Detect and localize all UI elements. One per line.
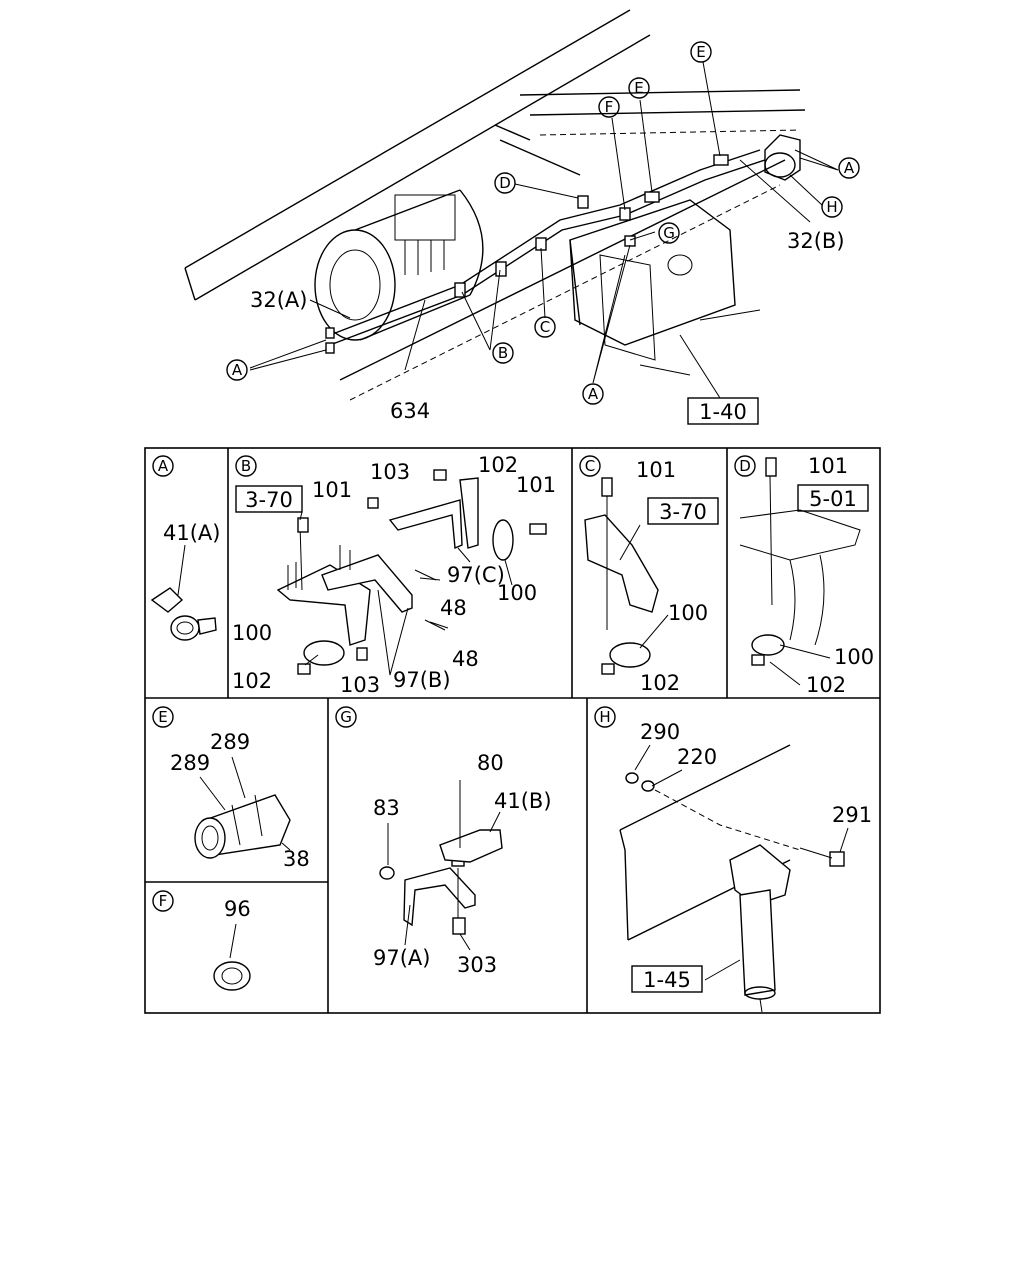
label-b-101-right: 101	[516, 473, 556, 497]
panel-g-letter: G	[340, 708, 352, 726]
panel-f: F 96	[152, 890, 251, 991]
label-g-41b: 41(B)	[494, 789, 552, 813]
label-b-100-right: 100	[497, 581, 537, 605]
callout-a-left	[226, 359, 248, 381]
callout-a-left-label: A	[232, 361, 243, 379]
callout-a-bottom-label: A	[588, 385, 599, 403]
panel-d: D 101 5-01 100 102	[734, 454, 874, 697]
ref-1-40: 1-40	[699, 400, 747, 424]
label-d-100: 100	[834, 645, 874, 669]
panel-d-letter: D	[739, 457, 751, 475]
label-b-103-top: 103	[370, 460, 410, 484]
ref-d-5-01: 5-01	[809, 487, 857, 511]
label-e-289-top: 289	[210, 730, 250, 754]
callout-f-label: F	[605, 98, 614, 116]
callout-h-label: H	[826, 198, 837, 216]
label-e-38: 38	[283, 847, 310, 871]
overview-part-labels: 32(A) 32(B) 634 1-40	[250, 229, 845, 425]
label-b-97b: 97(B)	[393, 668, 451, 692]
panel-b-letter: B	[241, 457, 251, 475]
callout-b	[492, 342, 514, 364]
label-b-102-bottom: 102	[232, 669, 272, 693]
callout-e-middle-label: E	[634, 79, 643, 97]
label-f-96: 96	[224, 897, 251, 921]
callout-e-right-label: E	[696, 43, 705, 61]
label-g-97a: 97(A)	[373, 946, 430, 970]
label-h-290: 290	[640, 720, 680, 744]
panel-a: A 41(A)	[150, 455, 220, 641]
detail-grid	[144, 447, 881, 1014]
callout-e-right	[690, 41, 712, 63]
callout-b-label: B	[498, 344, 508, 362]
callout-c	[534, 316, 556, 338]
label-b-48-upper: 48	[440, 596, 467, 620]
label-g-80: 80	[477, 751, 504, 775]
label-d-101: 101	[808, 454, 848, 478]
label-e-289-left: 289	[170, 751, 210, 775]
label-b-103-bottom: 103	[340, 673, 380, 697]
callout-d	[494, 172, 516, 194]
panel-h: H 290 220 291 1-45	[594, 706, 872, 1013]
label-h-291: 291	[832, 803, 872, 827]
overview-callouts: A B C D F E E G A A H	[226, 41, 860, 405]
label-g-303: 303	[457, 953, 497, 977]
label-h-220: 220	[677, 745, 717, 769]
label-c-102: 102	[640, 671, 680, 695]
label-b-48-lower: 48	[452, 647, 479, 671]
callout-e-middle	[628, 77, 650, 99]
ref-c-3-70: 3-70	[659, 500, 707, 524]
overview-illustration	[184, 9, 806, 401]
overview-leaders	[249, 61, 839, 399]
label-634: 634	[390, 399, 430, 423]
label-b-100-left: 100	[232, 621, 272, 645]
label-32a: 32(A)	[250, 288, 307, 312]
ref-h-1-45: 1-45	[643, 968, 691, 992]
label-g-83: 83	[373, 796, 400, 820]
panel-c-letter: C	[585, 457, 595, 475]
label-b-97c: 97(C)	[447, 563, 505, 587]
label-c-101: 101	[636, 458, 676, 482]
panel-e: E 289 289 38	[152, 706, 310, 871]
ref-box-1-40	[687, 397, 759, 425]
callout-a-bottom	[582, 383, 604, 405]
label-c-100: 100	[668, 601, 708, 625]
panel-f-letter: F	[159, 892, 168, 910]
panel-e-letter: E	[158, 708, 167, 726]
label-d-102: 102	[806, 673, 846, 697]
label-b-102-top: 102	[478, 453, 518, 477]
panel-b: B 3-70 101 103 102 101 97(C) 100 48 48 1…	[232, 453, 556, 697]
callout-c-label: C	[540, 318, 550, 336]
callout-a-right	[838, 157, 860, 179]
label-41a: 41(A)	[163, 521, 220, 545]
panel-g: G 80 41(B) 83 97(A) 303	[335, 706, 552, 977]
callout-a-right-label: A	[844, 159, 855, 177]
label-32b: 32(B)	[787, 229, 845, 253]
panel-a-letter: A	[158, 457, 169, 475]
panel-c: C 101 3-70 100 102	[579, 455, 719, 695]
label-b-101-left: 101	[312, 478, 352, 502]
ref-b-3-70: 3-70	[245, 488, 293, 512]
callout-g-label: G	[663, 224, 675, 242]
callout-g	[658, 222, 680, 244]
callout-h	[821, 196, 843, 218]
callout-d-label: D	[499, 174, 511, 192]
panel-h-letter: H	[599, 708, 610, 726]
callout-f	[598, 96, 620, 118]
